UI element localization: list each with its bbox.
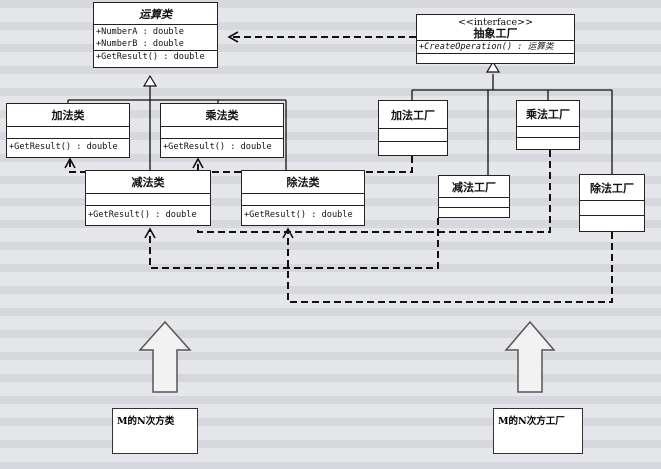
arrowhead [282,227,294,239]
generalization-triangle [142,74,158,87]
operation: +CreateOperation() : 运算类 [419,42,554,52]
abstract-factory-interface: <<interface>> 抽象工厂 +CreateOperation() : … [416,14,575,64]
stereotype: <<interface>> [457,16,534,28]
client-label: M的N次方工厂 [498,416,565,427]
dependency-line [197,150,551,233]
operation: +GetResult() : double [96,52,205,62]
operation-class: 运算类 +NumberA : double +NumberB : double … [93,2,218,68]
class-name: 乘法类 [161,104,283,127]
class-name: 加法类 [7,104,129,127]
dependency-line [287,230,613,303]
class-name: 除法工厂 [580,175,644,201]
class-name: 加法工厂 [379,101,447,129]
big-up-arrow [138,320,192,393]
big-up-arrow [504,320,556,393]
divide-class: 除法类 +GetResult() : double [241,170,365,226]
arrowhead [192,157,204,169]
operation: +GetResult() : double [163,142,272,152]
dependency-line [149,218,439,269]
operation: +GetResult() : double [9,142,118,152]
class-name: 乘法工厂 [517,101,579,127]
class-name: 减法工厂 [439,176,509,198]
add-class: 加法类 +GetResult() : double [6,103,130,158]
class-name: 减法类 [86,171,210,194]
operation: +GetResult() : double [88,210,197,220]
subtract-factory: 减法工厂 [438,175,510,218]
add-factory: 加法工厂 [378,100,448,156]
subtract-class: 减法类 +GetResult() : double [85,170,211,226]
attribute: +NumberB : double [96,39,184,49]
power-factory-client: M的N次方工厂 [493,408,583,454]
attribute: +NumberA : double [96,27,184,37]
divide-factory: 除法工厂 [579,174,645,232]
multiply-factory: 乘法工厂 [516,100,580,150]
power-class-client: M的N次方类 [112,408,198,454]
arrowhead [144,227,156,239]
multiply-class: 乘法类 +GetResult() : double [160,103,284,158]
arrowhead [227,31,239,43]
generalization-triangle [485,60,501,73]
arrowhead [64,157,76,169]
class-name: 除法类 [242,171,364,194]
class-name: 抽象工厂 [473,26,518,40]
class-name: 运算类 [94,3,217,25]
client-label: M的N次方类 [117,416,175,427]
operation: +GetResult() : double [244,210,353,220]
